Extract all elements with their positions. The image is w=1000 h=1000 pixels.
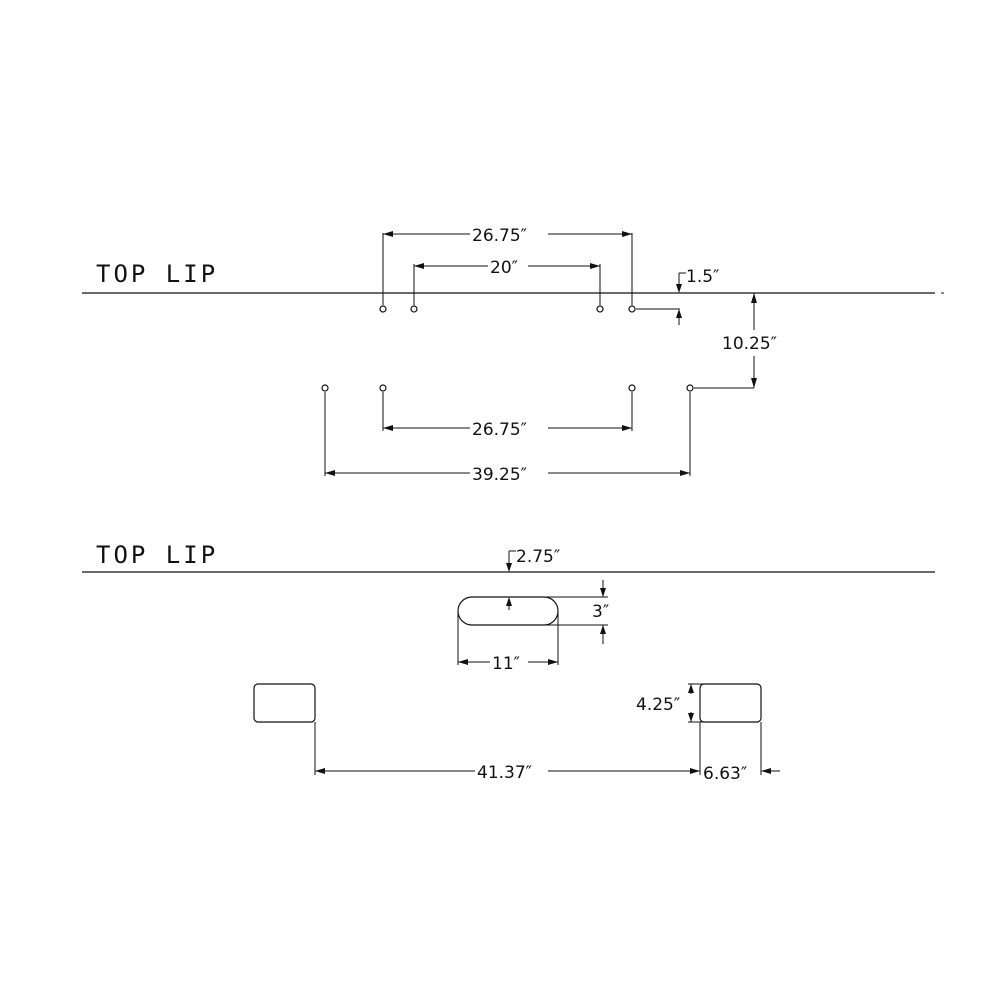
dim-inner-top-label: 20″ [490,258,518,278]
dim-lower-outer-label: 39.25″ [472,465,527,485]
dim-rect-width-label: 6.63″ [703,764,747,784]
hole [379,384,387,392]
dim-slot-height-label: 3″ [592,602,609,622]
hole [596,305,604,313]
right-rect-cutout [699,683,762,723]
dim-rect-spacing: 41.37″ [314,722,701,783]
hole [379,305,387,313]
dim-lower-outer: 39.25″ [324,392,691,485]
hole [321,384,329,392]
dim-slot-width-label: 11″ [492,654,520,674]
dim-slot-width: 11″ [457,612,559,674]
top-section: TOP LIP 26.75″ [82,226,944,485]
dim-vertical: 10.25″ [694,293,777,389]
hole [410,305,418,313]
dim-inner-top: 20″ [413,258,601,305]
slot-cutout [457,596,559,626]
dim-outer-top-label: 26.75″ [472,226,527,246]
left-rect-cutout [253,683,316,723]
dim-rect-height-label: 4.25″ [636,695,680,715]
bottom-lip-label: TOP LIP [96,541,218,569]
hole [686,384,694,392]
dim-offset: 1.5″ [636,267,719,325]
top-lip-label: TOP LIP [96,260,218,288]
dim-vertical-label: 10.25″ [722,334,777,354]
hole [628,305,636,313]
dim-lower-inner: 26.75″ [382,392,633,440]
dim-slot-height: 3″ [545,580,609,644]
dim-outer-top: 26.75″ [382,226,633,305]
dim-offset-label: 1.5″ [686,267,719,287]
dim-rect-width: 6.63″ [703,722,780,784]
dim-rect-height: 4.25″ [636,683,704,723]
hole [628,384,636,392]
dim-rect-spacing-label: 41.37″ [477,763,532,783]
dim-lower-inner-label: 26.75″ [472,420,527,440]
dim-bottom-offset-label: 2.75″ [516,547,560,567]
dim-bottom-offset: 2.75″ [506,547,560,610]
bottom-section: TOP LIP 2.75″ 3″ [82,541,935,784]
